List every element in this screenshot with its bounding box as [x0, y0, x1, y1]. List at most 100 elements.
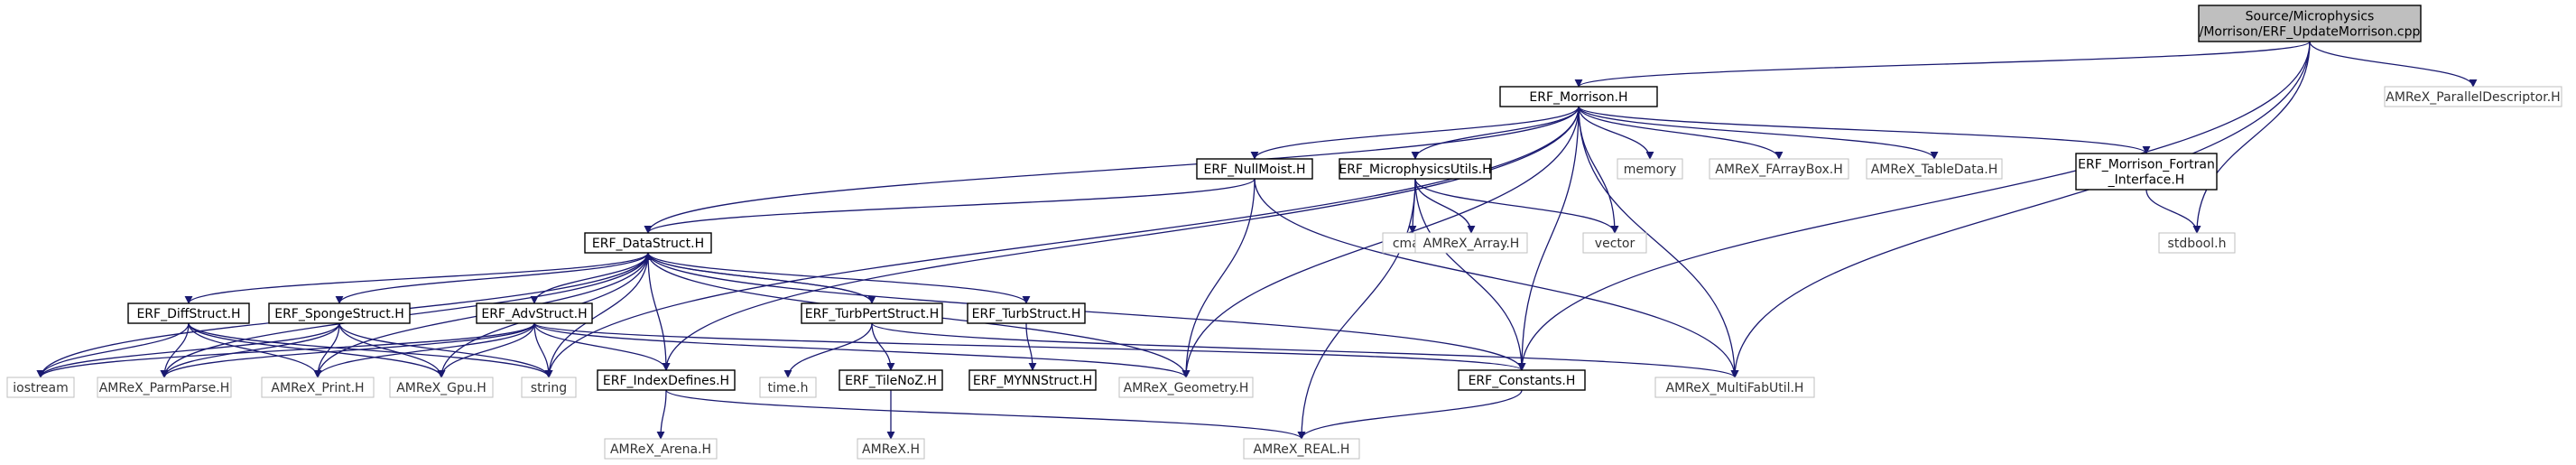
node-pardesc[interactable]: AMReX_ParallelDescriptor.H — [2384, 86, 2562, 107]
node-nullmoist[interactable]: ERF_NullMoist.H — [1196, 158, 1313, 180]
node-box-tabledata — [1866, 158, 2003, 180]
edge-advstruct-to-geometry — [533, 322, 1191, 378]
node-parmparse[interactable]: AMReX_ParmParse.H — [97, 377, 232, 398]
node-label-microutils: ERF_MicrophysicsUtils.H — [1339, 163, 1491, 177]
edge-morrison-to-microutils — [1411, 106, 1580, 160]
node-label-arena: AMReX_Arena.H — [610, 442, 711, 457]
edge-datastruct-to-turbstruct — [647, 252, 1031, 304]
node-box-indexdefines — [597, 369, 736, 391]
node-vector[interactable]: vector — [1582, 232, 1647, 254]
node-box-iostream — [6, 377, 75, 398]
edge-root-to-stdbool — [2192, 41, 2311, 234]
node-label-fortran: ERF_Morrison_Fortran — [2078, 158, 2215, 172]
node-label-turbstruct: ERF_TurbStruct.H — [972, 307, 1081, 321]
node-amrexh[interactable]: AMReX.H — [857, 438, 925, 460]
node-box-datastruct — [584, 232, 712, 254]
node-label-turbpert: ERF_TurbPertStruct.H — [805, 307, 940, 321]
edge-morrison-to-memory — [1578, 106, 1654, 160]
edge-indexdefines-to-real — [665, 389, 1306, 440]
node-label-advstruct: ERF_AdvStruct.H — [481, 307, 587, 321]
node-box-root — [2198, 5, 2422, 42]
node-box-stdbool — [2158, 232, 2236, 254]
node-label-indexdefines: ERF_IndexDefines.H — [603, 374, 729, 388]
node-label-timeh: time.h — [768, 381, 809, 395]
node-label-fortran: _Interface.H — [2108, 173, 2185, 188]
edge-diffstruct-to-gpu — [188, 322, 446, 378]
node-memory[interactable]: memory — [1617, 158, 1683, 180]
edge-morrison-to-constants — [1517, 106, 1580, 371]
edge-morrison-to-fortran — [1578, 106, 2151, 154]
node-label-multifabutil: AMReX_MultiFabUtil.H — [1666, 381, 1804, 395]
edge-turbstruct-to-mynn — [1025, 322, 1037, 371]
edge-spongestruct-to-parmparse — [160, 322, 340, 378]
node-arena[interactable]: AMReX_Arena.H — [604, 438, 718, 460]
edge-advstruct-to-gpu — [437, 322, 535, 378]
edge-microutils-to-vector — [1414, 178, 1619, 234]
node-box-memory — [1617, 158, 1683, 180]
node-gpu[interactable]: AMReX_Gpu.H — [389, 377, 494, 398]
node-label-iostream: iostream — [13, 381, 69, 395]
node-box-advstruct — [476, 302, 593, 324]
node-fortran[interactable]: ERF_Morrison_Fortran_Interface.H — [2075, 153, 2218, 191]
edge-constants-to-real — [1297, 389, 1523, 440]
node-string[interactable]: string — [521, 377, 577, 398]
node-layer: Source/Microphysics/Morrison/ERF_UpdateM… — [6, 5, 2562, 460]
node-print[interactable]: AMReX_Print.H — [261, 377, 375, 398]
node-timeh[interactable]: time.h — [759, 377, 817, 398]
edge-advstruct-to-indexdefines — [533, 322, 671, 371]
edge-nullmoist-to-multifabutil — [1254, 178, 1739, 378]
edge-morrison-to-farraybox — [1578, 106, 1784, 160]
edge-microutils-to-array — [1414, 178, 1476, 234]
node-box-gpu — [389, 377, 494, 398]
node-box-vector — [1582, 232, 1647, 254]
node-label-vector: vector — [1595, 237, 1635, 251]
node-box-microutils — [1339, 158, 1492, 180]
edge-turbpert-to-datastruct — [644, 252, 873, 304]
node-label-root: /Morrison/ERF_UpdateMorrison.cpp — [2200, 25, 2421, 40]
node-iostream[interactable]: iostream — [6, 377, 75, 398]
node-multifabutil[interactable]: AMReX_MultiFabUtil.H — [1654, 377, 1815, 398]
node-box-fortran — [2075, 153, 2218, 191]
node-mynn[interactable]: ERF_MYNNStruct.H — [968, 369, 1097, 391]
node-tilenoz[interactable]: ERF_TileNoZ.H — [839, 369, 943, 391]
node-label-morrison: ERF_Morrison.H — [1529, 90, 1627, 105]
edge-turbpert-to-timeh — [783, 322, 873, 378]
edge-diffstruct-to-string — [188, 322, 553, 378]
node-box-turbpert — [801, 302, 943, 324]
edge-spongestruct-to-iostream — [36, 322, 340, 378]
node-datastruct[interactable]: ERF_DataStruct.H — [584, 232, 712, 254]
node-label-stdbool: stdbool.h — [2168, 237, 2227, 251]
edge-advstruct-to-print — [313, 322, 535, 378]
node-morrison[interactable]: ERF_Morrison.H — [1499, 86, 1658, 107]
node-stdbool[interactable]: stdbool.h — [2158, 232, 2236, 254]
node-farraybox[interactable]: AMReX_FArrayBox.H — [1709, 158, 1849, 180]
node-label-nullmoist: ERF_NullMoist.H — [1203, 163, 1305, 177]
node-turbstruct[interactable]: ERF_TurbStruct.H — [967, 302, 1086, 324]
node-label-datastruct: ERF_DataStruct.H — [592, 237, 704, 251]
node-tabledata[interactable]: AMReX_TableData.H — [1866, 158, 2003, 180]
node-indexdefines[interactable]: ERF_IndexDefines.H — [597, 369, 736, 391]
edge-datastruct-to-string — [544, 252, 649, 378]
node-turbpert[interactable]: ERF_TurbPertStruct.H — [801, 302, 943, 324]
node-geometry[interactable]: AMReX_Geometry.H — [1118, 377, 1254, 398]
node-box-amrexh — [857, 438, 925, 460]
node-label-string: string — [531, 381, 567, 395]
node-microutils[interactable]: ERF_MicrophysicsUtils.H — [1339, 158, 1492, 180]
node-diffstruct[interactable]: ERF_DiffStruct.H — [127, 302, 250, 324]
node-root[interactable]: Source/Microphysics/Morrison/ERF_UpdateM… — [2198, 5, 2422, 42]
node-array[interactable]: AMReX_Array.H — [1414, 232, 1528, 254]
edge-datastruct-to-advstruct — [530, 252, 649, 304]
node-advstruct[interactable]: ERF_AdvStruct.H — [476, 302, 593, 324]
node-label-amrexh: AMReX.H — [862, 442, 920, 457]
node-spongestruct[interactable]: ERF_SpongeStruct.H — [268, 302, 411, 324]
edge-indexdefines-to-arena — [656, 389, 667, 440]
node-box-geometry — [1118, 377, 1254, 398]
node-box-arena — [604, 438, 718, 460]
node-label-farraybox: AMReX_FArrayBox.H — [1715, 163, 1842, 177]
node-constants[interactable]: ERF_Constants.H — [1458, 369, 1586, 391]
edge-nullmoist-to-geometry — [1181, 178, 1256, 378]
node-box-spongestruct — [268, 302, 411, 324]
node-label-pardesc: AMReX_ParallelDescriptor.H — [2386, 90, 2560, 105]
node-real[interactable]: AMReX_REAL.H — [1243, 438, 1360, 460]
